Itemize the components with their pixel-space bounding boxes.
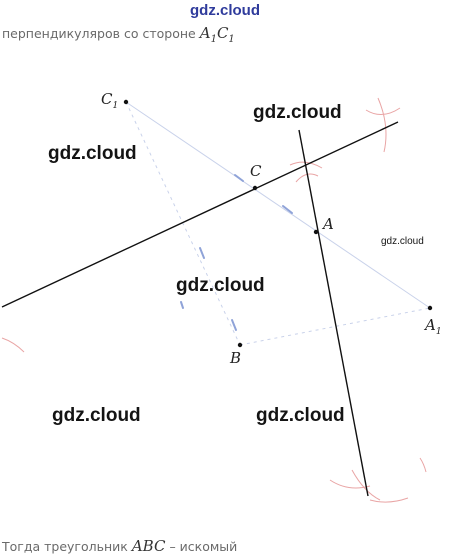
arc [377, 97, 387, 153]
caption-bottom-math: ABC [131, 537, 166, 555]
point-a [313, 229, 319, 235]
arc [351, 469, 381, 501]
point-a1 [427, 305, 433, 311]
caption-top: перпендикуляров со стороне A1C1 [2, 24, 235, 45]
label-a1: A1 [423, 316, 442, 337]
segment-c1-b [125, 101, 241, 346]
points [123, 99, 433, 348]
tick-mark [199, 247, 205, 259]
watermark-text: gdz.cloud [48, 143, 137, 164]
construction-ticks [180, 174, 293, 331]
caption-bottom: Тогда треугольник ABC – искомый [2, 537, 237, 555]
watermark-text-small: gdz.cloud [381, 236, 424, 247]
label-a: A [321, 215, 334, 233]
segment-b-a1 [239, 307, 431, 346]
perpendicular-line-1 [1, 121, 399, 308]
tick-mark [234, 174, 244, 182]
tick-mark [180, 301, 184, 309]
arc [365, 107, 401, 115]
arc [1, 337, 25, 353]
watermark-text: gdz.cloud [253, 102, 342, 123]
site-watermark-header: gdz.cloud [190, 2, 260, 19]
watermark-text: gdz.cloud [52, 405, 141, 426]
tick-mark [231, 319, 237, 331]
construction-lines [125, 101, 431, 346]
watermark-text: gdz.cloud [176, 275, 265, 296]
label-b: B [229, 349, 241, 367]
arc [369, 497, 409, 503]
caption-top-math: A1C1 [199, 24, 235, 45]
point-b [237, 342, 243, 348]
main-lines [1, 121, 399, 497]
caption-bottom-text2: – искомый [169, 539, 238, 554]
label-c: C [250, 162, 262, 180]
point-c [252, 185, 258, 191]
arc [295, 173, 319, 183]
arc [419, 457, 427, 473]
watermark-text: gdz.cloud [256, 405, 345, 426]
segment-c1-a1 [125, 101, 431, 309]
tick-mark [282, 205, 293, 214]
caption-bottom-text: Тогда треугольник [2, 539, 128, 554]
caption-top-text: перпендикуляров со стороне [2, 26, 196, 41]
label-c1: C1 [101, 90, 118, 111]
point-c1 [123, 99, 129, 105]
perpendicular-line-2 [298, 129, 369, 497]
